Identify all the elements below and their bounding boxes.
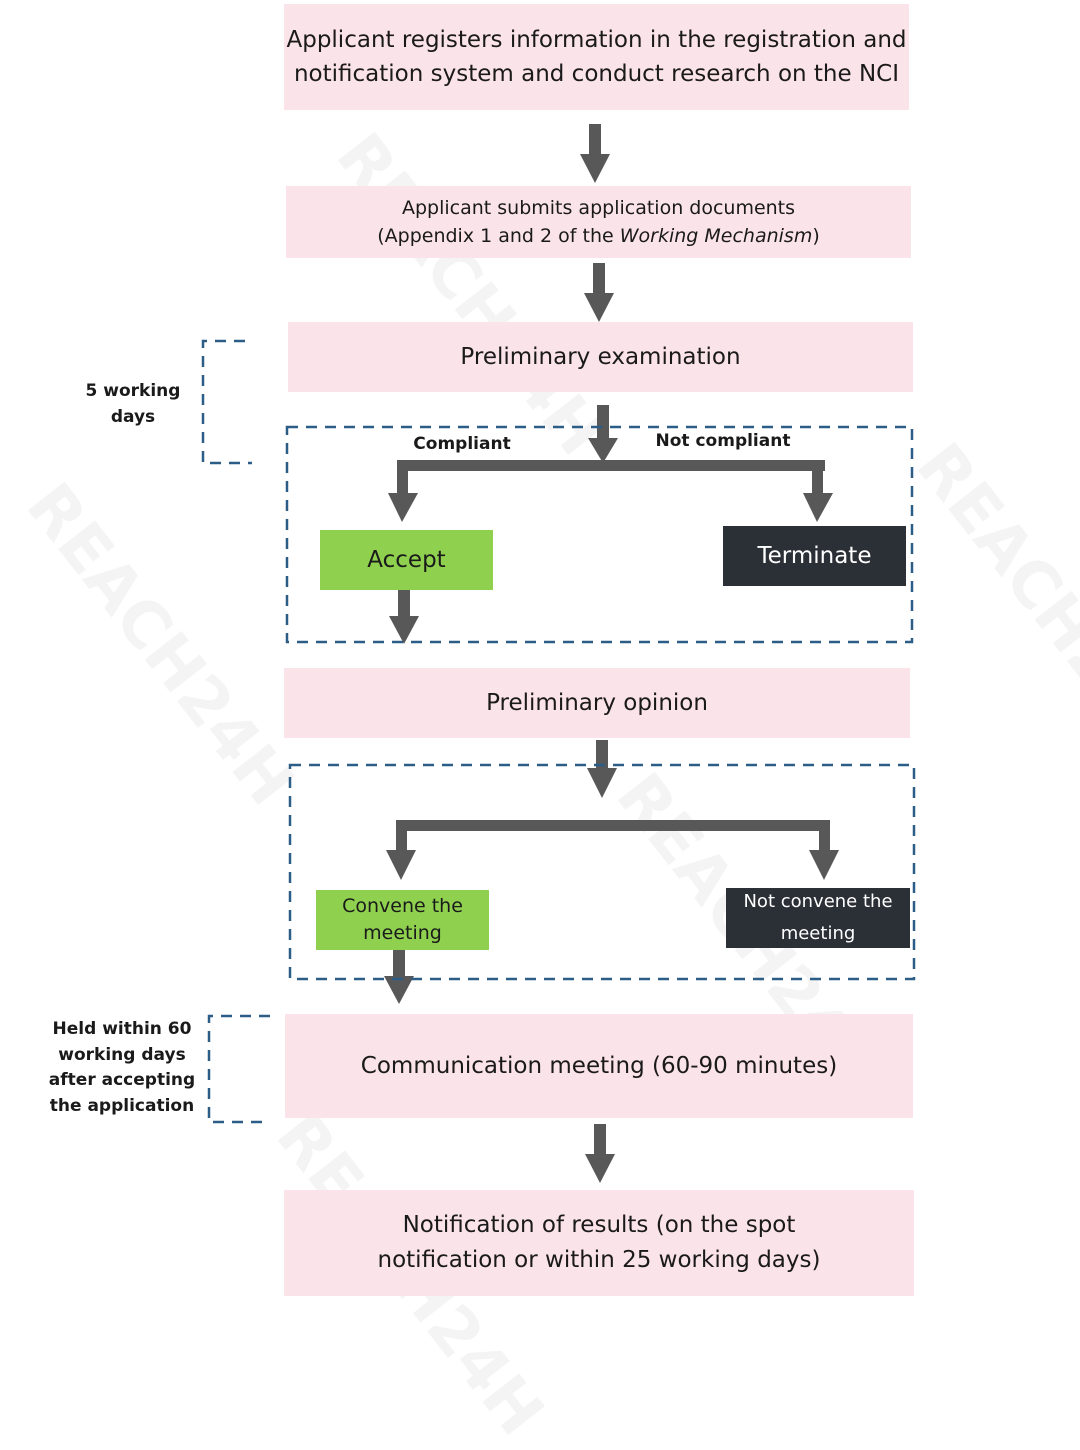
- step-register-line2: notification system and conduct research…: [293, 61, 900, 87]
- note-exam-time-line2: days: [110, 407, 156, 427]
- branch-meeting: [386, 820, 839, 880]
- box-accept: Accept: [320, 530, 493, 590]
- step-notification-of-results: Notification of results (on the spot not…: [284, 1190, 914, 1296]
- step-preliminary-examination: Preliminary examination: [288, 322, 913, 392]
- box-terminate-label: Terminate: [757, 543, 872, 569]
- box-convene-meeting: Convene the meeting: [316, 890, 489, 950]
- step-notification-line1: Notification of results (on the spot: [402, 1212, 796, 1238]
- bracket-meeting-time: [207, 1014, 270, 1124]
- step-submit: Applicant submits application documents …: [286, 186, 911, 258]
- step-register-line1: Applicant registers information in the r…: [286, 27, 907, 53]
- box-convene-line2: meeting: [363, 922, 442, 944]
- arrow-register-to-submit: [580, 124, 610, 183]
- step-communication-meeting-label: Communication meeting (60-90 minutes): [360, 1053, 838, 1079]
- note-exam-time-line1: 5 working: [85, 381, 181, 401]
- step-submit-line1: Applicant submits application documents: [401, 197, 796, 219]
- arrow-convene-to-meeting: [384, 946, 414, 1004]
- note-meeting-time-line2: working days: [58, 1044, 186, 1065]
- step-preliminary-examination-label: Preliminary examination: [460, 344, 741, 370]
- arrow-meeting-to-notification: [585, 1124, 615, 1183]
- box-convene-line1: Convene the: [342, 895, 463, 917]
- note-exam-time: 5 working days: [78, 378, 188, 430]
- label-not-compliant: Not compliant: [655, 431, 791, 451]
- step-preliminary-opinion-label: Preliminary opinion: [486, 690, 708, 716]
- arrow-opinion-to-branch: [587, 740, 617, 798]
- note-meeting-time-line4: the application: [49, 1095, 195, 1116]
- note-meeting-time-line1: Held within 60: [52, 1019, 192, 1039]
- arrow-submit-to-exam: [584, 263, 614, 322]
- label-compliant: Compliant: [413, 434, 511, 454]
- box-not-convene-meeting: Not convene the meeting: [726, 888, 910, 948]
- step-communication-meeting: Communication meeting (60-90 minutes): [285, 1014, 913, 1118]
- branch-compliant: [388, 460, 833, 522]
- bracket-exam-time: [201, 339, 252, 465]
- step-register: Applicant registers information in the r…: [284, 4, 909, 110]
- flow-connectors: [201, 124, 916, 1183]
- step-submit-line2: (Appendix 1 and 2 of the Working Mechani…: [377, 222, 820, 250]
- arrow-exam-to-branch: [588, 405, 618, 463]
- step-notification-line2: notification or within 25 working days): [377, 1247, 821, 1273]
- working-mechanism-title: Working Mechanism: [619, 225, 813, 247]
- box-terminate: Terminate: [723, 526, 906, 586]
- step-submit-line2-pre: (Appendix 1 and 2 of the: [377, 225, 620, 247]
- dashed-frame-examination: [285, 425, 914, 644]
- dashed-frame-opinion: [288, 763, 916, 981]
- box-not-convene-line1: Not convene the: [743, 891, 893, 912]
- box-accept-label: Accept: [367, 547, 446, 573]
- step-submit-line2-post: ): [812, 225, 820, 247]
- box-not-convene-line2: meeting: [780, 923, 856, 944]
- note-meeting-time-line3: after accepting: [48, 1070, 196, 1090]
- arrow-accept-to-opinion: [389, 588, 419, 644]
- step-preliminary-opinion: Preliminary opinion: [284, 668, 910, 738]
- note-meeting-time: Held within 60 working days after accept…: [40, 1017, 204, 1119]
